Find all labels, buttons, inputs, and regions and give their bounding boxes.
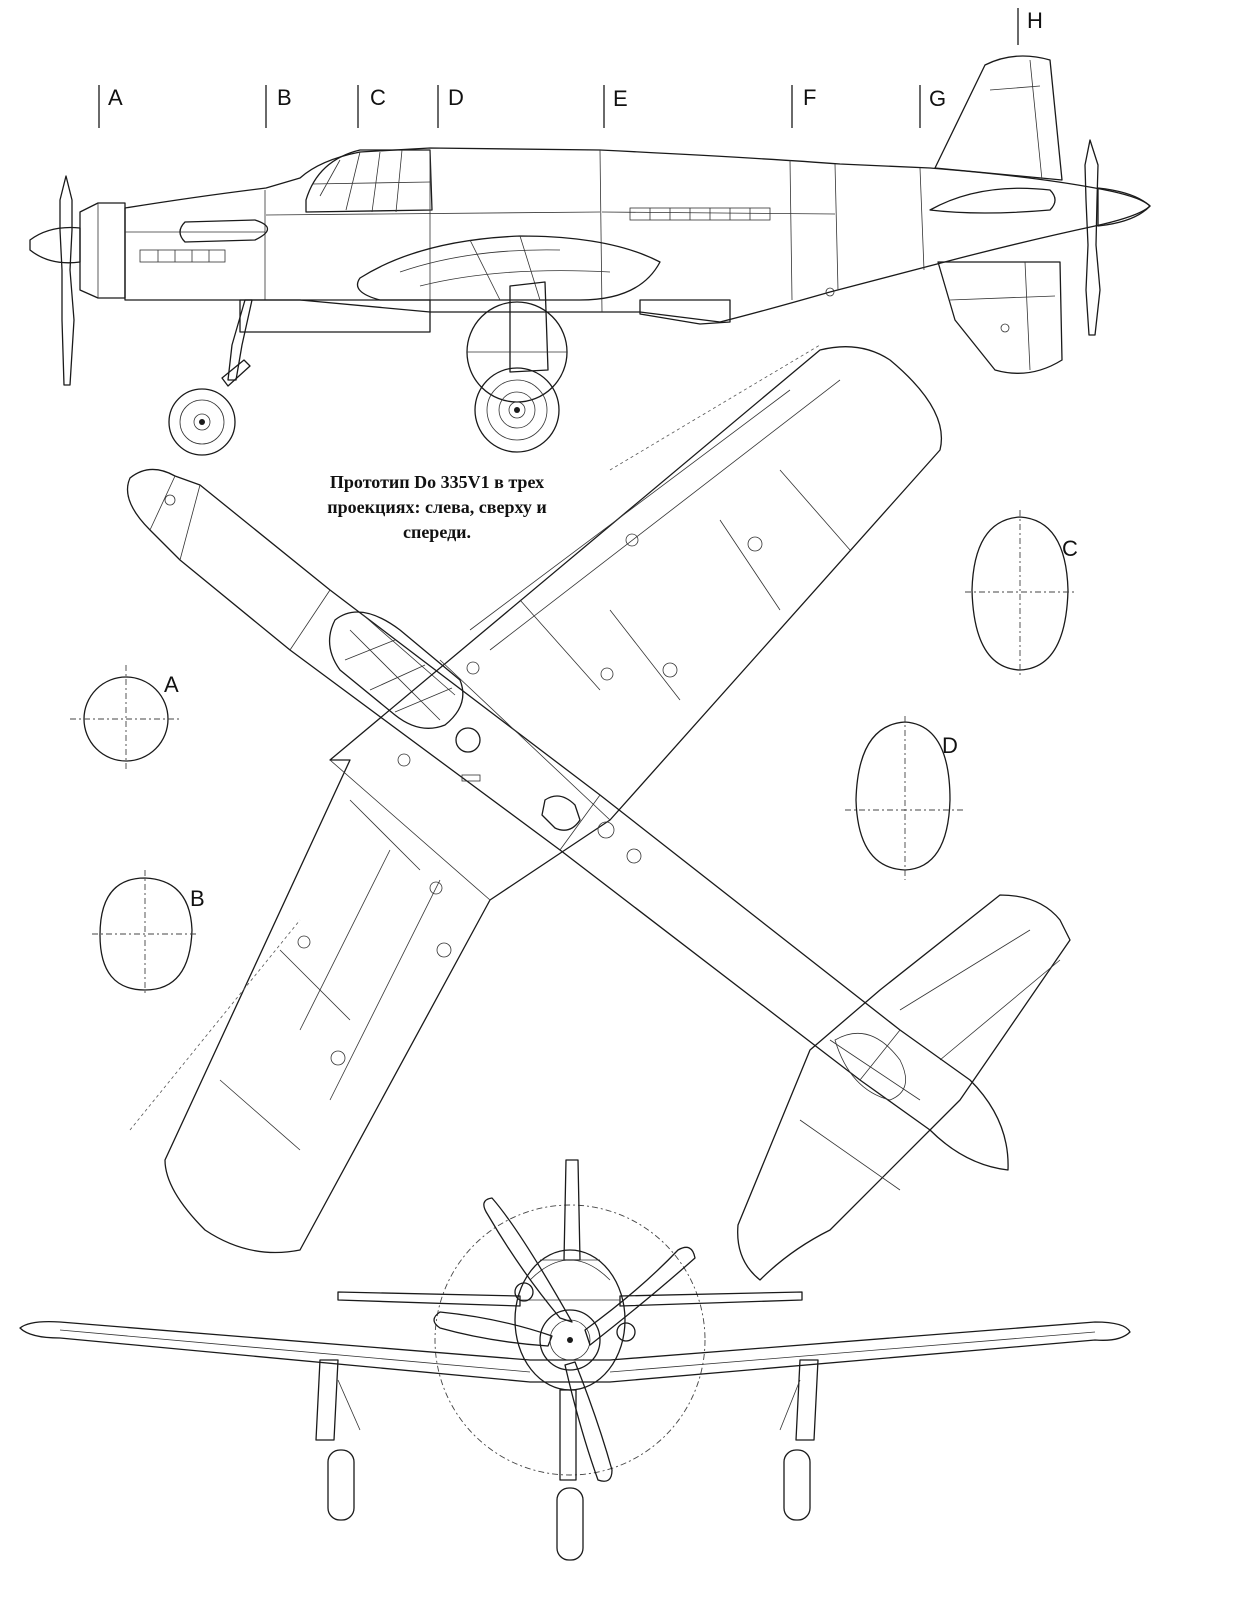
- front-spinner-face: [539, 1309, 601, 1371]
- front-nose-gear: [556, 1389, 584, 1561]
- section-a: A: [70, 665, 182, 770]
- rear-propeller: [1084, 139, 1101, 336]
- top-tailplane: [737, 894, 1071, 1281]
- caption-line-2: проекциях: слева, сверху и: [327, 497, 546, 517]
- side-view: [29, 55, 1151, 456]
- section-label-d: D: [942, 733, 958, 758]
- upper-fin: [934, 55, 1063, 181]
- station-markers: A B C D E F G H: [98, 8, 1043, 128]
- front-blade-right: [584, 1246, 696, 1346]
- nose-exhausts: [139, 249, 226, 263]
- fuselage-outline: [124, 147, 1151, 323]
- rear-spinner: [1097, 187, 1151, 227]
- caption-line-1: Прототип Do 335V1 в трех: [330, 472, 544, 492]
- station-label-d: D: [448, 85, 464, 110]
- front-view: [19, 1159, 1131, 1561]
- section-d: D: [845, 716, 965, 880]
- section-label-a: A: [164, 672, 179, 697]
- side-wing: [356, 235, 661, 301]
- station-label-h: H: [1027, 8, 1043, 33]
- section-b: B: [92, 870, 205, 996]
- cross-sections: A B C D: [70, 510, 1078, 996]
- station-label-a: A: [108, 85, 123, 110]
- top-view: [126, 344, 1071, 1281]
- lower-fin: [937, 261, 1063, 374]
- front-blade-up-left: [483, 1197, 573, 1323]
- station-label-b: B: [277, 85, 292, 110]
- front-right-gear: [779, 1359, 819, 1521]
- top-main-wing: [164, 346, 942, 1254]
- nose-cowling: [79, 202, 126, 299]
- section-label-b: B: [190, 886, 205, 911]
- front-propeller: [59, 175, 75, 386]
- front-blade-down: [564, 1361, 613, 1482]
- top-fuselage: [126, 468, 1009, 1171]
- nose-landing-gear: [168, 299, 253, 456]
- section-label-c: C: [1062, 536, 1078, 561]
- propeller-disc: [434, 1204, 706, 1476]
- station-label-f: F: [803, 85, 816, 110]
- cockpit-canopy: [305, 149, 433, 213]
- station-label-c: C: [370, 85, 386, 110]
- front-blade-left: [433, 1311, 553, 1347]
- front-main-wing: [19, 1320, 1131, 1383]
- caption: Прототип Do 335V1 в трех проекциях: слев…: [327, 472, 546, 542]
- station-label-e: E: [613, 86, 628, 111]
- main-landing-gear: [466, 281, 568, 453]
- front-left-gear: [315, 1359, 361, 1521]
- front-tailplane: [337, 1291, 521, 1307]
- section-c: C: [965, 510, 1078, 678]
- top-canopy: [328, 611, 464, 729]
- rear-exhausts: [629, 207, 771, 221]
- station-label-g: G: [929, 86, 946, 111]
- caption-line-3: спереди.: [403, 522, 471, 542]
- front-fin: [563, 1159, 581, 1261]
- rear-intake: [929, 187, 1056, 214]
